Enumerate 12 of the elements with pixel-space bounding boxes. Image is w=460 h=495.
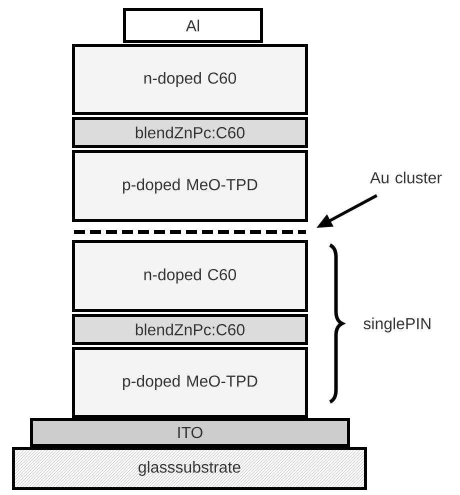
cluster-layer: [74, 230, 306, 234]
electrode-layer: ITO: [30, 418, 350, 447]
layer-box: blendZnPc:C60: [72, 117, 308, 148]
layer-box: blendZnPc:C60: [72, 314, 308, 345]
layer-box: n-doped C60: [72, 44, 308, 115]
callout-text: Au cluster: [370, 172, 442, 184]
layer-box: p-doped MeO-TPD: [72, 347, 308, 418]
layer-box: n-doped C60: [72, 240, 308, 312]
brace-label: singlePIN: [364, 318, 430, 332]
electrode-layer: Al: [123, 8, 263, 43]
substrate-layer: glasssubstrate: [12, 447, 367, 490]
layer-box: p-doped MeO-TPD: [72, 150, 308, 222]
